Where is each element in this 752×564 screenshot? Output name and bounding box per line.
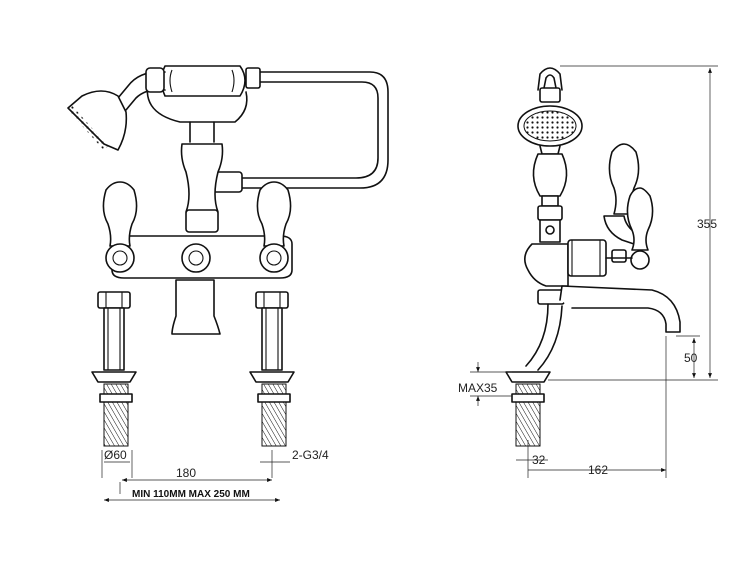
spacing-label: 180	[176, 466, 196, 480]
side-view	[470, 65, 718, 478]
diameter-label: Ø60	[104, 448, 127, 462]
reach-label: 162	[588, 463, 608, 477]
spout-height-label: 50	[684, 351, 698, 365]
max-deck-label: MAX35	[458, 381, 498, 395]
front-view	[67, 65, 389, 502]
pillar-label: 32	[532, 453, 546, 467]
range-label: MIN 110MM MAX 250 MM	[132, 489, 250, 500]
thread-label: 2-G3/4	[292, 448, 329, 462]
height-label: 355	[697, 217, 717, 231]
